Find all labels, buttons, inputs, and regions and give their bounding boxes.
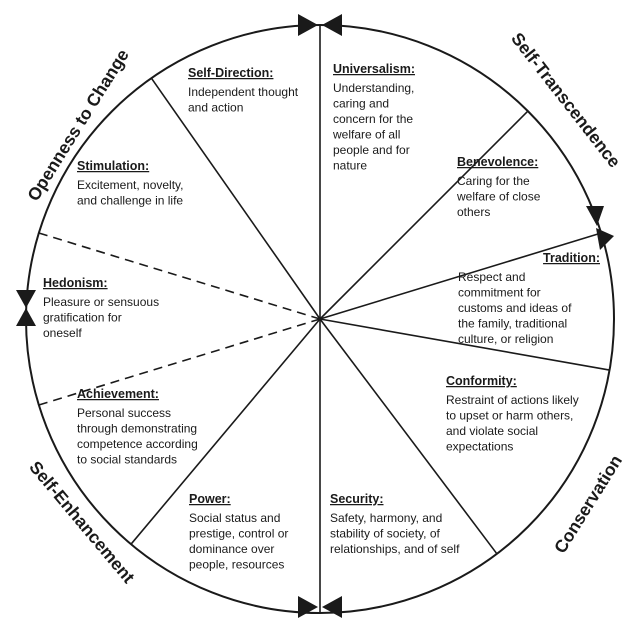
value-description-line: nature bbox=[333, 159, 367, 173]
value-description-line: competence according bbox=[77, 437, 198, 451]
value-description-line: Independent thought bbox=[188, 85, 299, 99]
value-heading: Universalism: bbox=[333, 62, 415, 76]
value-universalism: Universalism: Understanding, caring andcon… bbox=[332, 62, 415, 173]
value-description-line: and violate social bbox=[446, 424, 538, 438]
value-description-line: Respect and bbox=[458, 270, 525, 284]
value-achievement: Achievement: Personal success through demo… bbox=[77, 387, 198, 467]
value-description-line: caring and bbox=[333, 97, 389, 111]
sector-divider bbox=[150, 77, 321, 320]
boundary-arrow-icon bbox=[298, 14, 318, 36]
sector-divider bbox=[38, 318, 321, 406]
boundary-arrow-icon bbox=[16, 290, 36, 308]
value-description-line: others bbox=[457, 205, 490, 219]
boundary-arrow-icon bbox=[16, 308, 36, 326]
value-heading: Tradition: bbox=[543, 251, 600, 265]
value-description-line: Caring for the bbox=[457, 174, 530, 188]
value-description-line: Personal success bbox=[77, 406, 171, 420]
value-heading: Achievement: bbox=[77, 387, 159, 401]
sector-divider bbox=[319, 110, 529, 320]
value-description-line: dominance over bbox=[189, 542, 274, 556]
value-heading: Hedonism: bbox=[43, 276, 108, 290]
value-self-direction: Self-Direction: Independent thought and ac… bbox=[188, 66, 299, 115]
value-heading: Security: bbox=[330, 492, 384, 506]
value-description-line: stability of society, of bbox=[330, 527, 440, 541]
boundary-arrow-icon bbox=[586, 206, 604, 226]
value-description-line: Understanding, bbox=[333, 81, 414, 95]
boundary-arrow-icon bbox=[322, 14, 342, 36]
value-description-line: to upset or harm others, bbox=[446, 409, 573, 423]
value-description-line: and action bbox=[188, 101, 243, 115]
value-description-line: concern for the bbox=[333, 112, 413, 126]
value-description-line: and challenge in life bbox=[77, 194, 183, 208]
boundary-arrow-icon bbox=[298, 596, 318, 618]
higher-order-label-conservation: Conservation bbox=[550, 451, 626, 556]
value-description-line: Safety, harmony, and bbox=[330, 511, 442, 525]
value-description-line: gratification for bbox=[43, 311, 122, 325]
value-description-line: welfare of all bbox=[332, 128, 400, 142]
value-description-line: culture, or religion bbox=[458, 332, 553, 346]
value-hedonism: Hedonism: Pleasure or sensuous gratificati… bbox=[43, 276, 159, 340]
value-description-line: oneself bbox=[43, 326, 82, 340]
value-description-line: to social standards bbox=[77, 453, 177, 467]
value-description-line: people, resources bbox=[189, 558, 284, 572]
value-description-line: Pleasure or sensuous bbox=[43, 295, 159, 309]
value-heading: Conformity: bbox=[446, 374, 517, 388]
value-description-line: commitment for bbox=[458, 286, 541, 300]
sector-divider bbox=[319, 318, 498, 555]
value-description-line: relationships, and of self bbox=[330, 542, 460, 556]
value-description-line: through demonstrating bbox=[77, 422, 197, 436]
sector-divider bbox=[38, 232, 321, 320]
boundary-arrow-icon bbox=[322, 596, 342, 618]
value-heading: Power: bbox=[189, 492, 231, 506]
value-heading: Stimulation: bbox=[77, 159, 149, 173]
value-heading: Benevolence: bbox=[457, 155, 538, 169]
value-stimulation: Stimulation: Excitement, novelty, and chal… bbox=[77, 159, 184, 208]
value-description-line: welfare of close bbox=[456, 190, 541, 204]
value-heading: Self-Direction: bbox=[188, 66, 273, 80]
value-benevolence: Benevolence: Caring for the welfare of clo… bbox=[456, 155, 541, 219]
value-power: Power: Social status and prestige, control… bbox=[189, 492, 288, 572]
value-description-line: expectations bbox=[446, 440, 513, 454]
higher-order-label-transcendence: Self-Transcendence bbox=[507, 29, 625, 172]
higher-order-label-enhancement: Self-Enhancement bbox=[25, 457, 139, 587]
value-conformity: Conformity: Restraint of actions likely to… bbox=[446, 374, 579, 454]
boundary-arrow-icon bbox=[596, 228, 614, 250]
value-description-line: people and for bbox=[333, 143, 410, 157]
value-description-line: prestige, control or bbox=[189, 527, 288, 541]
value-description-line: Social status and bbox=[189, 511, 280, 525]
value-description-line: the family, traditional bbox=[458, 317, 567, 331]
value-security: Security: Safety, harmony, and stability o… bbox=[330, 492, 460, 556]
sector-divider bbox=[319, 318, 610, 371]
value-description-line: Restraint of actions likely bbox=[446, 393, 579, 407]
sector-divider bbox=[130, 318, 321, 545]
value-description-line: customs and ideas of bbox=[458, 301, 572, 315]
sector-divider bbox=[319, 232, 602, 320]
value-tradition: Tradition: Respect and commitment forcusto… bbox=[458, 251, 600, 346]
value-description-line: Excitement, novelty, bbox=[77, 178, 184, 192]
